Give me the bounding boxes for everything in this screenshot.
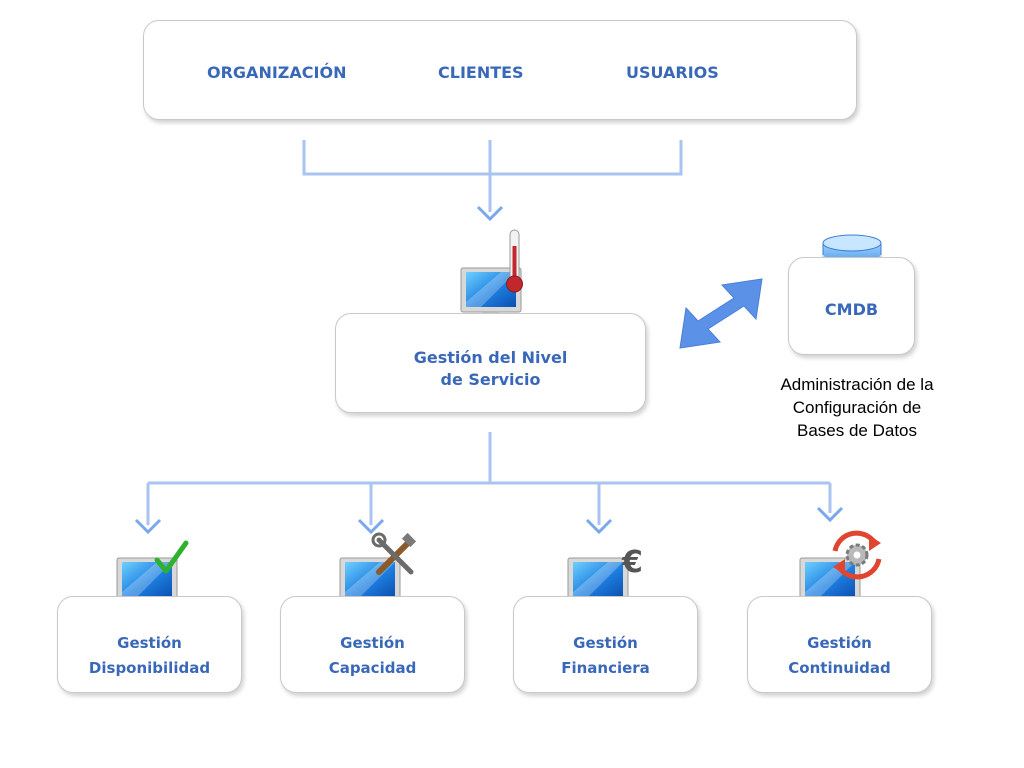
availability-node — [57, 596, 242, 693]
financial-line1: Gestión — [573, 634, 638, 652]
top-connectors — [302, 140, 683, 212]
availability-line2: Disponibilidad — [88, 659, 211, 677]
financial-node — [513, 596, 698, 693]
availability-line1: Gestión — [117, 634, 182, 652]
computer-thermometer-icon — [460, 229, 523, 326]
continuity-label: Gestión Continuidad — [747, 631, 932, 681]
computer-refresh-icon — [799, 530, 882, 616]
euro-icon: € — [621, 545, 643, 580]
continuity-line2: Continuidad — [788, 659, 891, 677]
continuity-node — [747, 596, 932, 693]
capacity-line1: Gestión — [340, 634, 405, 652]
capacity-line2: Capacidad — [328, 659, 417, 677]
cmdb-description-line2: Configuración de — [792, 398, 922, 417]
cmdb-description-line1: Administración de la — [780, 375, 934, 394]
financial-label: Gestión Financiera — [513, 631, 698, 681]
clientes-label: CLIENTES — [438, 63, 524, 82]
computer-check-icon — [116, 540, 189, 616]
bottom-connectors — [146, 432, 832, 525]
refresh-gear-icon — [832, 530, 882, 580]
service-level-line2: de Servicio — [440, 370, 541, 389]
cmdb-node — [788, 257, 915, 355]
organizacion-label: ORGANIZACIÓN — [207, 63, 347, 82]
availability-label: Gestión Disponibilidad — [57, 631, 242, 681]
tools-icon — [371, 532, 417, 575]
financial-line2: Financiera — [561, 659, 650, 677]
double-arrow-icon — [679, 278, 763, 349]
computer-tools-icon — [339, 532, 417, 616]
service-level-line1: Gestión del Nivel — [413, 348, 568, 367]
capacity-label: Gestión Capacidad — [280, 631, 465, 681]
arrowhead-to-center — [476, 205, 504, 222]
checkmark-icon — [154, 540, 189, 574]
usuarios-label: USUARIOS — [626, 63, 719, 82]
cmdb-description: Administración de la Configuración de Ba… — [752, 373, 962, 442]
computer-euro-icon: € — [567, 545, 643, 616]
service-level-label: Gestión del Nivel de Servicio — [335, 347, 646, 391]
continuity-line1: Gestión — [807, 634, 872, 652]
cmdb-label: CMDB — [824, 300, 879, 319]
bottom-arrowheads — [134, 506, 844, 535]
stakeholders-box — [143, 20, 857, 120]
cmdb-description-line3: Bases de Datos — [796, 421, 917, 440]
capacity-node — [280, 596, 465, 693]
service-level-node — [335, 313, 646, 413]
